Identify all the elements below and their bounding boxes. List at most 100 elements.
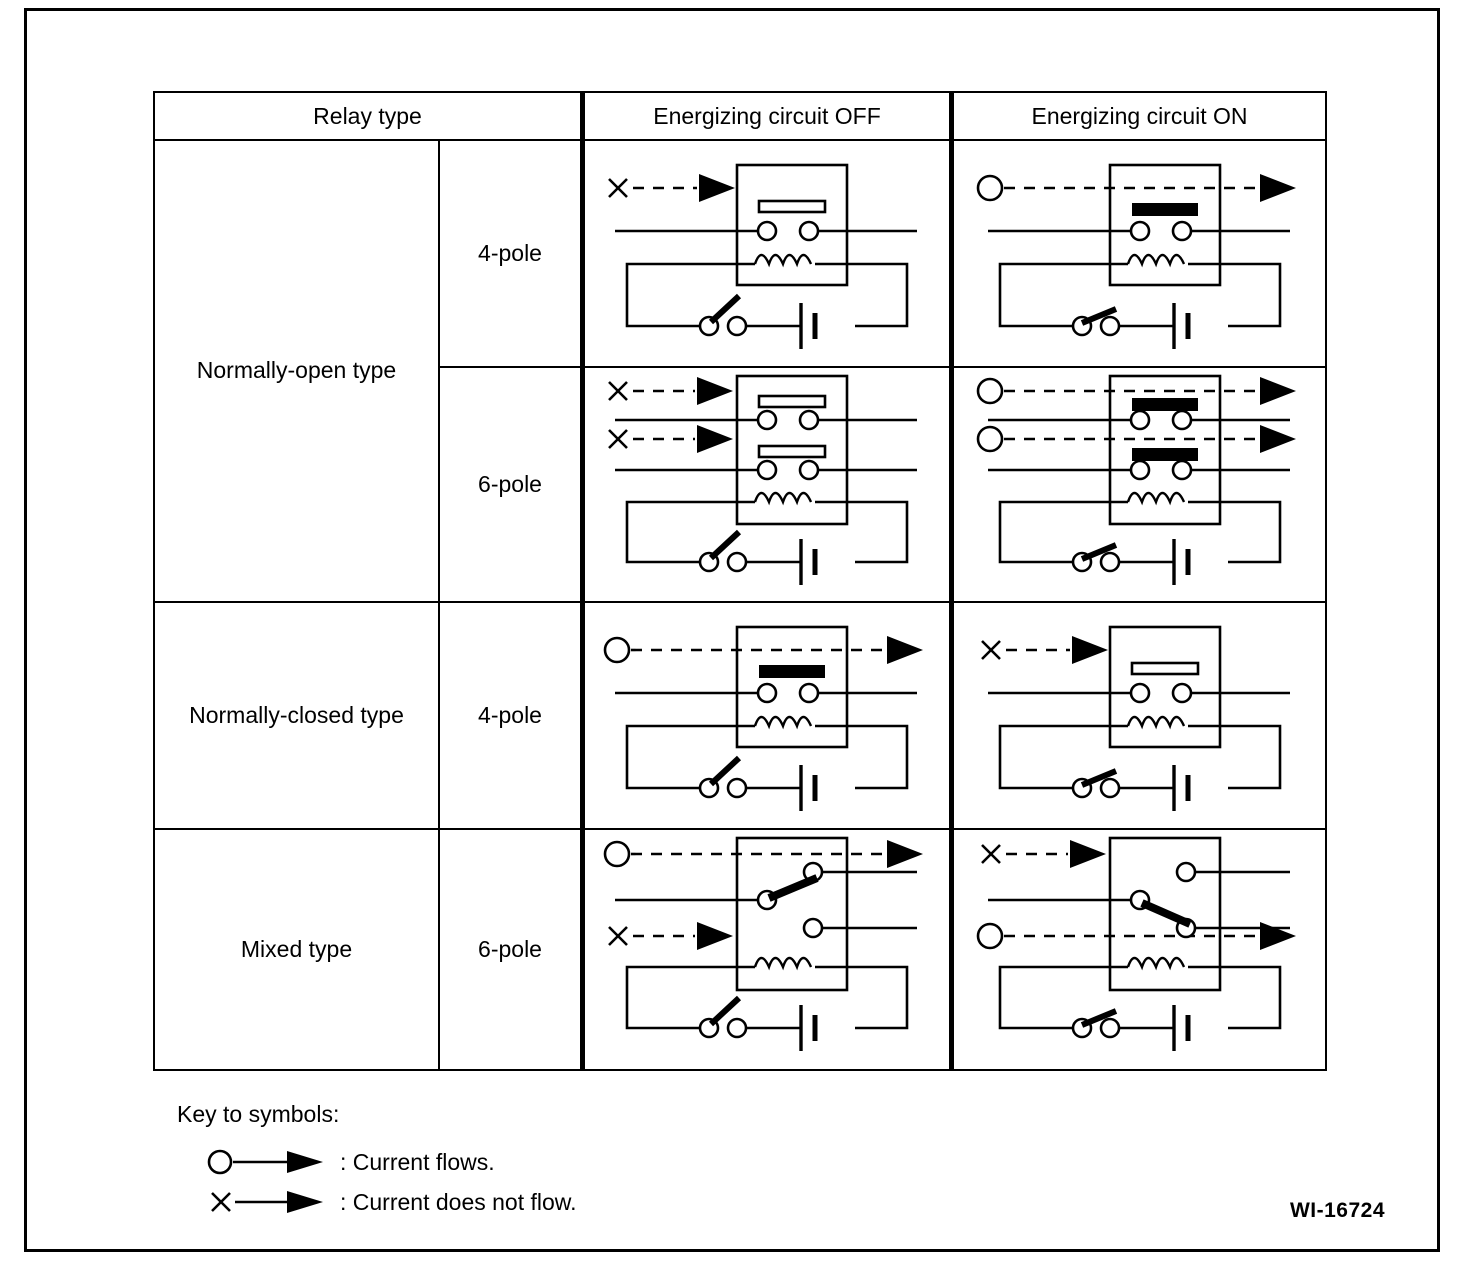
flow-circle-icon	[976, 425, 1003, 453]
flow-arrow-icon	[887, 635, 924, 664]
switch-blade-closed	[1080, 306, 1117, 326]
relay-type-normally-open: Normally-open type	[153, 139, 440, 603]
key-entry-current-does-not-flow: : Current does not flow.	[207, 1182, 877, 1222]
terminal-lower	[802, 917, 824, 939]
relay-table-grid: Relay type Energizing circuit OFF Energi…	[152, 91, 1328, 1071]
diagram-mixed-6pole-on	[952, 828, 1328, 1071]
switch-contact	[726, 1017, 748, 1039]
diagram-normally-open-4pole-on	[952, 138, 1328, 369]
terminal-upper	[1175, 861, 1196, 883]
flow-arrow-icon	[887, 840, 924, 869]
flow-arrow-icon	[697, 922, 734, 951]
terminal	[798, 682, 820, 704]
switch-blade-closed	[1080, 542, 1117, 563]
no-flow-x-icon	[980, 639, 1001, 660]
relay-body	[1108, 836, 1221, 992]
relay-coil	[753, 956, 813, 971]
flow-arrow-icon	[1259, 174, 1296, 202]
terminal	[1129, 459, 1150, 481]
table-header-row: Relay type Energizing circuit OFF Energi…	[152, 91, 1328, 141]
key-label-current-does-not-flow: : Current does not flow.	[340, 1188, 577, 1215]
diagram-normally-closed-4pole-off	[580, 600, 955, 831]
key-label-current-flows: : Current flows.	[340, 1148, 495, 1175]
contact-bar-open	[1130, 661, 1199, 676]
flow-arrow-icon	[1259, 425, 1296, 454]
switch-contact	[1099, 1017, 1120, 1039]
table-row: Normally-closed type 4-pole	[153, 600, 1328, 831]
changeover-blade-lower	[1139, 899, 1192, 928]
switch-contact	[1099, 551, 1120, 573]
switch-contact	[726, 777, 748, 799]
switch-blade-open	[708, 530, 742, 561]
relay-type-table: Relay type Energizing circuit OFF Energi…	[152, 91, 1328, 1071]
contact-bar-open	[757, 444, 827, 459]
terminal	[756, 459, 778, 481]
terminal	[1171, 409, 1192, 431]
no-flow-x-arrow-icon	[211, 1191, 323, 1213]
circuit-diagram-svg	[608, 163, 918, 349]
flow-arrow-icon	[699, 174, 736, 202]
figure-frame: Relay type Energizing circuit OFF Energi…	[24, 8, 1440, 1252]
key-title: Key to symbols:	[177, 1101, 340, 1127]
switch-blade-open	[708, 755, 742, 787]
circuit-diagram-svg	[976, 374, 1296, 586]
circuit-diagram-svg	[976, 836, 1296, 1052]
flow-circle-arrow-icon	[207, 1149, 323, 1175]
switch-blade-open	[708, 293, 742, 325]
relay-coil	[1126, 956, 1185, 971]
circuit-diagram-svg	[980, 625, 1290, 811]
switch-contact	[1099, 777, 1120, 799]
relay-body	[735, 836, 849, 992]
no-flow-x-icon	[980, 844, 1001, 865]
relay-type-normally-closed: Normally-closed type	[153, 600, 440, 831]
header-relay-type: Relay type	[152, 91, 583, 141]
terminal	[1129, 220, 1150, 242]
switch-contact	[1099, 315, 1120, 337]
contact-bar-closed	[759, 664, 826, 678]
relay-body	[735, 374, 849, 526]
relay-body	[1108, 163, 1221, 287]
relay-coil	[753, 492, 813, 506]
terminal	[756, 682, 778, 704]
terminal	[798, 220, 820, 242]
terminal	[1129, 682, 1150, 704]
header-circuit-off: Energizing circuit OFF	[580, 91, 955, 141]
switch-blade-closed	[1080, 768, 1117, 788]
flow-circle-icon	[976, 174, 1003, 202]
terminal	[798, 459, 820, 481]
relay-body	[1108, 374, 1221, 526]
relay-coil	[1126, 492, 1185, 506]
relay-coil	[753, 715, 813, 730]
contact-bar-closed	[1131, 203, 1198, 216]
relay-body	[1108, 625, 1221, 749]
switch-blade-open	[708, 995, 742, 1027]
no-flow-x-icon	[608, 926, 628, 947]
terminal	[1129, 409, 1150, 431]
relay-coil	[1126, 253, 1185, 268]
pole-count-4pole-closed: 4-pole	[437, 600, 583, 831]
circuit-diagram-svg	[603, 836, 924, 1052]
relay-type-mixed: Mixed type	[153, 828, 440, 1071]
contact-bar-closed	[1131, 398, 1198, 412]
table-row: Normally-open type 4-pole	[153, 138, 1328, 603]
relay-coil	[753, 253, 813, 268]
flow-arrow-icon	[1259, 922, 1296, 951]
relay-body	[735, 625, 849, 749]
terminal	[756, 409, 778, 431]
header-circuit-on: Energizing circuit ON	[952, 91, 1328, 141]
flow-circle-icon	[976, 377, 1003, 405]
flow-arrow-icon	[697, 377, 734, 406]
changeover-blade-upper	[767, 874, 819, 902]
contact-bar-open	[757, 394, 827, 409]
flow-arrow-icon	[1259, 377, 1296, 406]
circuit-diagram-svg	[608, 374, 918, 586]
key-entry-current-flows: : Current flows.	[207, 1142, 877, 1182]
terminal	[1171, 220, 1192, 242]
flow-arrow-icon	[1071, 635, 1108, 664]
table-row: 6-pole	[154, 366, 1328, 603]
diagram-normally-closed-4pole-on	[952, 600, 1328, 831]
terminal	[1171, 682, 1192, 704]
pole-count-4pole-open: 4-pole	[437, 138, 583, 369]
no-flow-x-icon	[608, 178, 628, 198]
table-row: Mixed type 6-pole	[153, 828, 1328, 1071]
